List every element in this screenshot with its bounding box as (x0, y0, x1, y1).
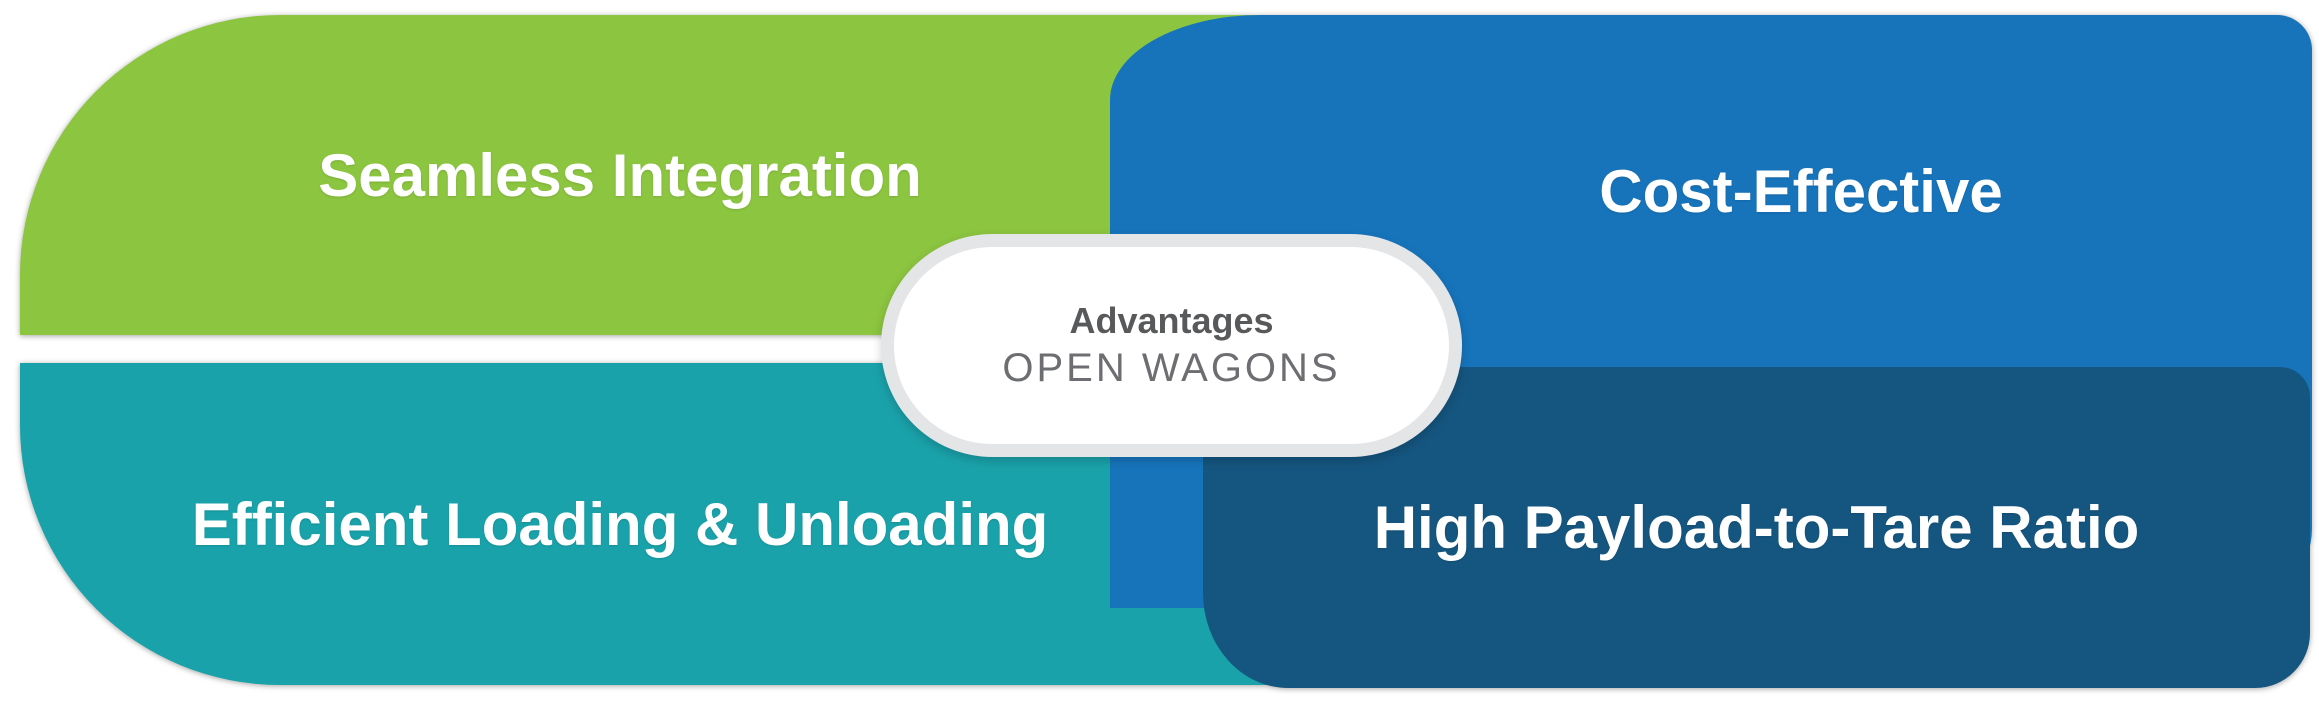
center-badge-title: Advantages (1069, 299, 1274, 341)
center-badge: Advantages OPEN WAGONS (881, 234, 1462, 457)
center-badge-inner: Advantages OPEN WAGONS (894, 247, 1449, 444)
center-badge-subtitle: OPEN WAGONS (1002, 346, 1341, 391)
